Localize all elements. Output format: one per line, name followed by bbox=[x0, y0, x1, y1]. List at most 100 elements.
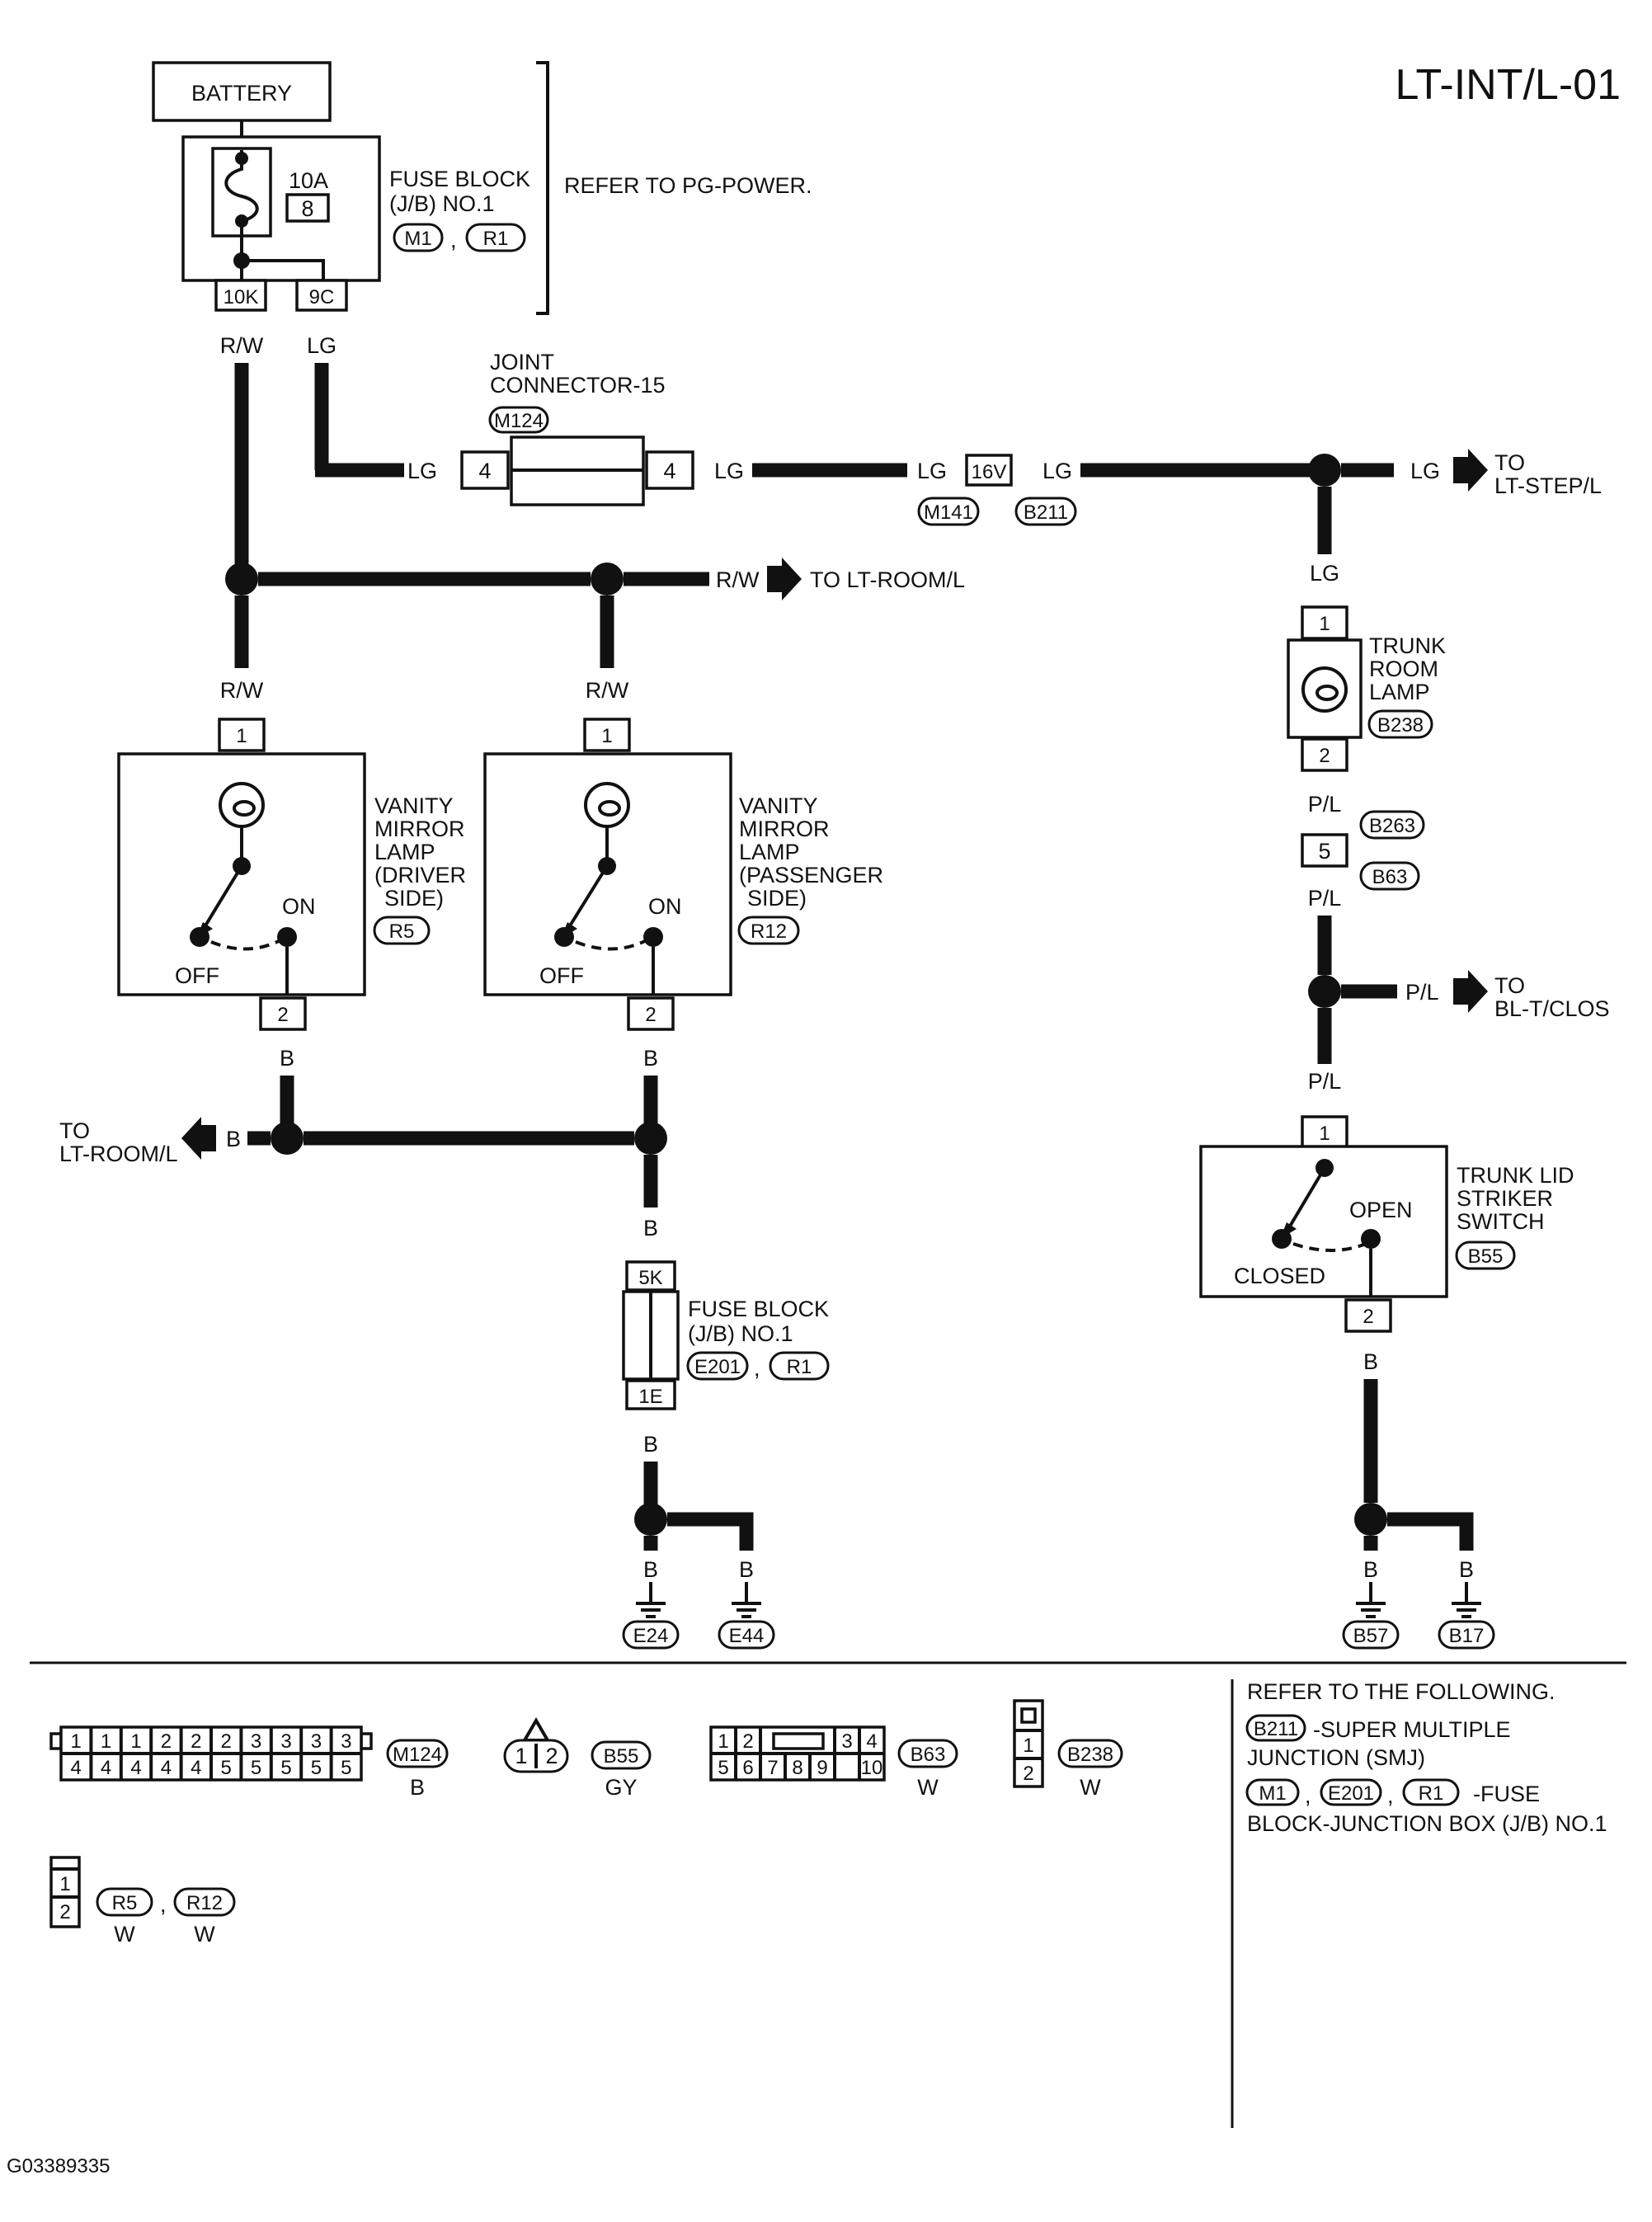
vanity-pass-l2: MIRROR bbox=[739, 817, 830, 841]
sep: , bbox=[1387, 1783, 1394, 1808]
striker-open: OPEN bbox=[1349, 1198, 1413, 1222]
vanity-driver-l3: LAMP bbox=[374, 840, 435, 864]
refer-pg-power: REFER TO PG-POWER. bbox=[564, 173, 812, 198]
vanity-driver-pin2: 2 bbox=[277, 1004, 288, 1026]
sep: , bbox=[754, 1356, 760, 1381]
trunk-lamp-box bbox=[1287, 638, 1363, 739]
sep: , bbox=[1305, 1783, 1311, 1808]
fuse-bottom-term-bottom: 1E bbox=[638, 1386, 662, 1408]
trunk-lamp-conn: B238 bbox=[1377, 714, 1424, 737]
legend-m124-pin: 5 bbox=[341, 1757, 351, 1779]
inline-connector bbox=[1301, 833, 1348, 868]
fuse-rating: 10A bbox=[289, 168, 328, 193]
fuse-top-conn-m1: M1 bbox=[404, 228, 431, 250]
legend-b63-r2-2: 6 bbox=[742, 1757, 753, 1779]
legend-b55-pin1: 1 bbox=[515, 1744, 527, 1768]
trunk-lamp-pin2: 2 bbox=[1319, 745, 1330, 767]
striker-pin1: 1 bbox=[1319, 1123, 1330, 1145]
vanity-driver-l1: VANITY bbox=[374, 793, 454, 818]
legend-b63-r1-1: 1 bbox=[718, 1730, 728, 1753]
refer-bracket bbox=[536, 61, 549, 315]
inline-conn-pin: 5 bbox=[1318, 839, 1330, 864]
to-room-left-dest: LT-ROOM/L bbox=[59, 1142, 178, 1166]
to-room-left-to: TO bbox=[59, 1118, 90, 1143]
legend-b63-r2-5: 9 bbox=[817, 1757, 827, 1779]
refer-fuse-line1: -FUSE bbox=[1473, 1782, 1540, 1806]
legend-b55-pin2: 2 bbox=[545, 1744, 558, 1768]
legend-m124-pin: 5 bbox=[221, 1757, 232, 1779]
ground-e44-label: E44 bbox=[729, 1625, 765, 1647]
ground-b57-label: B57 bbox=[1353, 1625, 1389, 1647]
fuse-top-conn-r1: R1 bbox=[483, 228, 509, 250]
sep: , bbox=[160, 1892, 167, 1917]
fuse-block-top-line2: (J/B) NO.1 bbox=[389, 191, 495, 216]
legend-b63-r2-1: 5 bbox=[718, 1757, 728, 1779]
wire-label-lg-5: LG bbox=[1410, 459, 1440, 483]
splice-rw-left bbox=[225, 563, 258, 596]
figure-id: G03389335 bbox=[7, 2155, 110, 2177]
legend-b63-r2-6: 10 bbox=[861, 1757, 883, 1779]
fuse-bottom-conn-r1: R1 bbox=[787, 1356, 812, 1378]
legend-b63-conn: B63 bbox=[911, 1744, 946, 1766]
legend-m124-pin: 1 bbox=[71, 1730, 82, 1753]
wire-label-lg-top: LG bbox=[307, 333, 337, 358]
arrow-to-room bbox=[767, 558, 802, 600]
to-bl-to: TO bbox=[1494, 973, 1525, 998]
wire-label-pl-1: P/L bbox=[1308, 792, 1342, 817]
wire-label-pl-2: P/L bbox=[1308, 886, 1342, 911]
trunk-lamp-l1: TRUNK bbox=[1369, 633, 1446, 658]
ground-b57 bbox=[1342, 1582, 1400, 1650]
vanity-driver-pin1: 1 bbox=[236, 725, 247, 747]
vanity-driver-on: ON bbox=[282, 894, 316, 919]
wire-label-b-6: B bbox=[739, 1557, 754, 1582]
legend-b63-color: W bbox=[917, 1775, 939, 1800]
legend-m124-pin: 1 bbox=[101, 1730, 111, 1753]
legend-m124-pin: 4 bbox=[130, 1757, 141, 1779]
legend-m124-pin: 2 bbox=[221, 1730, 232, 1753]
splice-ground-right bbox=[1354, 1503, 1387, 1536]
fuse-block-top-line1: FUSE BLOCK bbox=[389, 167, 530, 191]
legend-b63-r2-4: 8 bbox=[792, 1757, 802, 1779]
legend-m124-pin: 4 bbox=[71, 1757, 82, 1779]
refer-fuse-m1: M1 bbox=[1259, 1782, 1286, 1805]
smj-connector bbox=[965, 454, 1013, 487]
refer-fuse-e201: E201 bbox=[1328, 1782, 1374, 1805]
legend-m124-pin: 3 bbox=[311, 1730, 322, 1753]
legend-b238-pin2: 2 bbox=[1023, 1763, 1033, 1785]
vanity-pass-pin2: 2 bbox=[645, 1004, 656, 1026]
vanity-pass-l5: SIDE) bbox=[747, 886, 807, 911]
terminal-9c-label: 9C bbox=[309, 286, 335, 308]
smj-conn-b211: B211 bbox=[1024, 501, 1068, 524]
legend-r5-color: W bbox=[114, 1922, 135, 1947]
striker-l2: STRIKER bbox=[1457, 1186, 1553, 1211]
wire-label-lg-4: LG bbox=[1043, 459, 1072, 483]
joint-line1: JOINT bbox=[490, 350, 554, 374]
striker-conn: B55 bbox=[1468, 1245, 1504, 1268]
fuse-bottom-line2: (J/B) NO.1 bbox=[688, 1321, 793, 1346]
striker-pin2: 2 bbox=[1363, 1306, 1373, 1328]
trunk-lamp-bulb bbox=[1301, 666, 1348, 713]
wire-label-rw-vanity1: R/W bbox=[220, 678, 264, 703]
wire-label-b-8: B bbox=[1363, 1557, 1378, 1582]
joint-conn-m124: M124 bbox=[494, 410, 544, 432]
refer-fuse-line2: BLOCK-JUNCTION BOX (J/B) NO.1 bbox=[1247, 1811, 1607, 1836]
ground-b17 bbox=[1438, 1582, 1495, 1650]
splice-b-right bbox=[634, 1122, 667, 1155]
legend-b55-face bbox=[503, 1717, 569, 1773]
terminal-9c bbox=[295, 279, 348, 312]
vanity-pass-on: ON bbox=[648, 894, 682, 919]
refer-smj-conn: B211 bbox=[1254, 1718, 1298, 1740]
arrow-to-room-left bbox=[181, 1117, 216, 1160]
to-step-to: TO bbox=[1494, 450, 1525, 475]
wire-label-b-7: B bbox=[1363, 1349, 1378, 1374]
splice-rw-right bbox=[591, 563, 624, 596]
legend-m124-pin: 5 bbox=[311, 1757, 322, 1779]
legend-b63-r1-4: 4 bbox=[866, 1730, 877, 1753]
sep: , bbox=[450, 228, 457, 252]
refer-smj-line1: -SUPER MULTIPLE bbox=[1313, 1717, 1511, 1742]
diagram-code: LT-INT/L-01 bbox=[1395, 61, 1621, 109]
legend-r5-conn: R5 bbox=[112, 1892, 138, 1914]
legend-b55-conn: B55 bbox=[604, 1745, 639, 1768]
legend-m124-pin: 3 bbox=[280, 1730, 291, 1753]
legend-m124-pin: 4 bbox=[161, 1757, 172, 1779]
